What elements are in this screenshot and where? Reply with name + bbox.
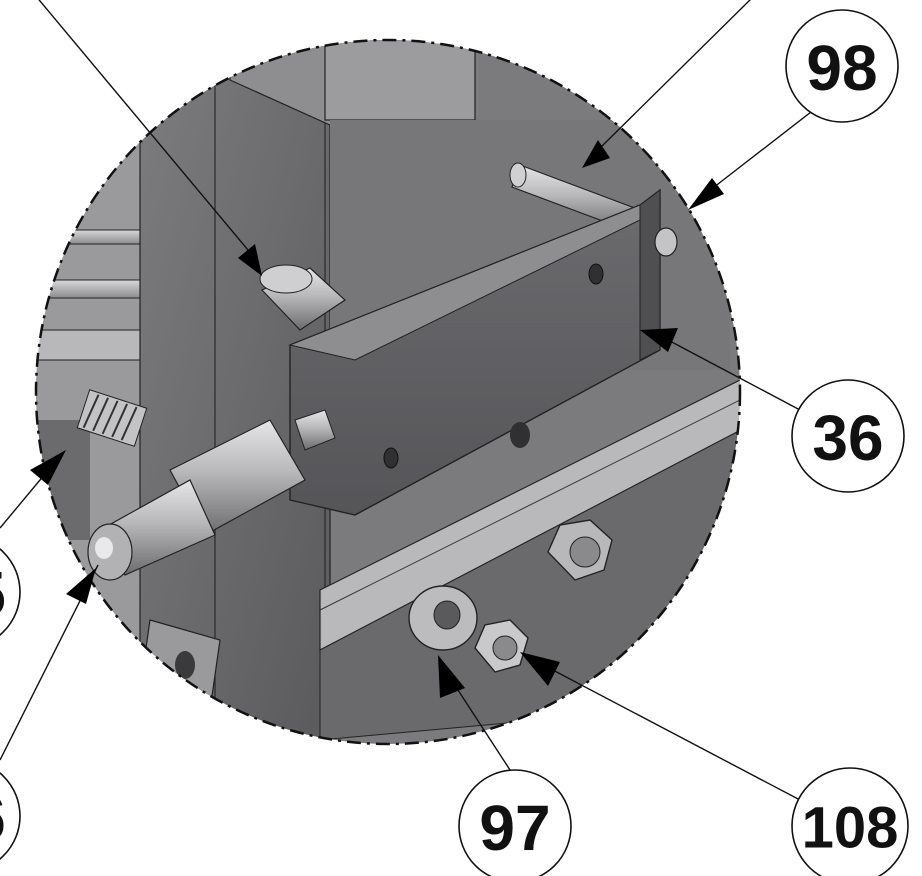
callout-98: 98 (785, 9, 899, 123)
callout-left-upper-label: 5 (0, 558, 6, 630)
detail-header-text: DETAIL (161, 0, 578, 18)
hinge-pin (87, 409, 336, 581)
bracket-part-36 (288, 188, 661, 516)
lower-rail (319, 369, 740, 651)
callout-108-label: 108 (802, 796, 899, 861)
callout-97: 97 (458, 769, 572, 876)
callout-36-label: 36 (812, 402, 883, 474)
callout-left-lower-label: 6 (0, 782, 6, 854)
rail-nut (547, 519, 613, 581)
callout-98-label: 98 (806, 32, 877, 104)
nut-part-108 (474, 619, 529, 673)
leader-lines (0, 0, 821, 801)
small-pin-head (654, 227, 678, 257)
threaded-stud (76, 389, 148, 447)
callout-36: 36 (791, 379, 905, 493)
callout-97-label: 97 (479, 792, 550, 864)
leader-arrowheads (30, 140, 724, 698)
detail-circle-border (34, 38, 742, 746)
callout-108: 108 (791, 767, 909, 876)
washer-part-97 (408, 585, 478, 651)
upper-short-pin (259, 264, 346, 331)
callout-left-lower: 6 (0, 772, 21, 860)
callout-left-upper: 5 (0, 548, 21, 636)
